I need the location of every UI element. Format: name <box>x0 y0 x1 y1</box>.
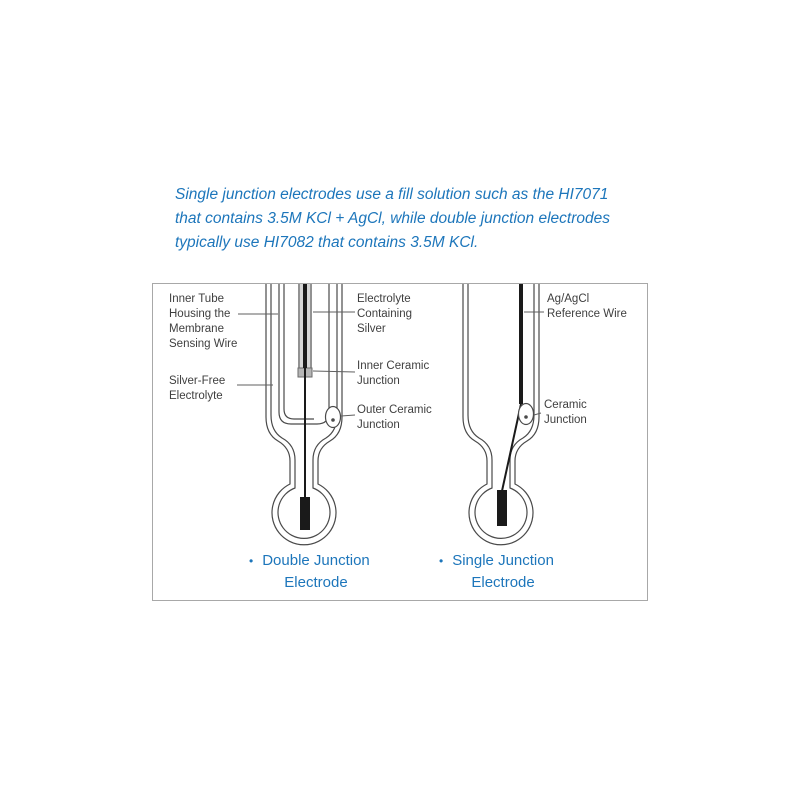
label-ag-agcl-reference-wire: Ag/AgCl Reference Wire <box>547 293 627 320</box>
label-electrolyte-containing-silver: Electrolyte Containing Silver <box>357 293 412 335</box>
caption-left-subtitle: Electrode <box>284 574 348 591</box>
caption-left-title: Double Junction <box>262 552 370 569</box>
label-outer-ceramic-junction: Outer Ceramic Junction <box>357 404 432 431</box>
electrode-diagram-box: Inner Tube Housing the Membrane Sensing … <box>152 283 648 601</box>
bullet-icon: • <box>249 554 254 568</box>
ceramic-junctions <box>324 402 535 429</box>
double-junction-inner-wall <box>270 284 338 539</box>
label-silver-free-electrolyte: Silver-Free Electrolyte <box>169 375 226 402</box>
label-inner-tube: Inner Tube Housing the Membrane Sensing … <box>169 293 238 350</box>
intro-line-2: that contains 3.5M KCl + AgCl, while dou… <box>175 210 610 227</box>
caption-single-junction-electrode: • Single Junction Electrode <box>439 550 554 594</box>
inner-tube-inner <box>283 284 314 420</box>
electrode-wires <box>300 284 523 530</box>
ceramic-junction-ellipse <box>517 402 535 426</box>
label-inner-ceramic-junction: Inner Ceramic Junction <box>357 360 430 387</box>
intro-line-3: typically use HI7082 that contains 3.5M … <box>175 234 479 251</box>
single-junction-inner-wall <box>467 284 535 539</box>
right-electrode-tip <box>497 490 507 526</box>
double-junction-outer-wall <box>265 284 343 546</box>
caption-right-title: Single Junction <box>452 552 554 569</box>
leader-lines <box>237 311 544 417</box>
intro-text: Single junction electrodes use a fill so… <box>175 183 661 255</box>
single-junction-outer-wall <box>462 284 540 546</box>
caption-right-subtitle: Electrode <box>471 574 535 591</box>
outer-ceramic-junction-ellipse <box>324 405 342 429</box>
caption-double-junction-electrode: • Double Junction Electrode <box>249 550 370 594</box>
glass-outlines <box>265 284 540 546</box>
bullet-icon: • <box>439 554 444 568</box>
electrode-diagram-svg <box>237 284 544 546</box>
intro-line-1: Single junction electrodes use a fill so… <box>175 186 609 203</box>
label-ceramic-junction: Ceramic Junction <box>544 399 587 426</box>
left-electrode-tip <box>300 497 310 530</box>
